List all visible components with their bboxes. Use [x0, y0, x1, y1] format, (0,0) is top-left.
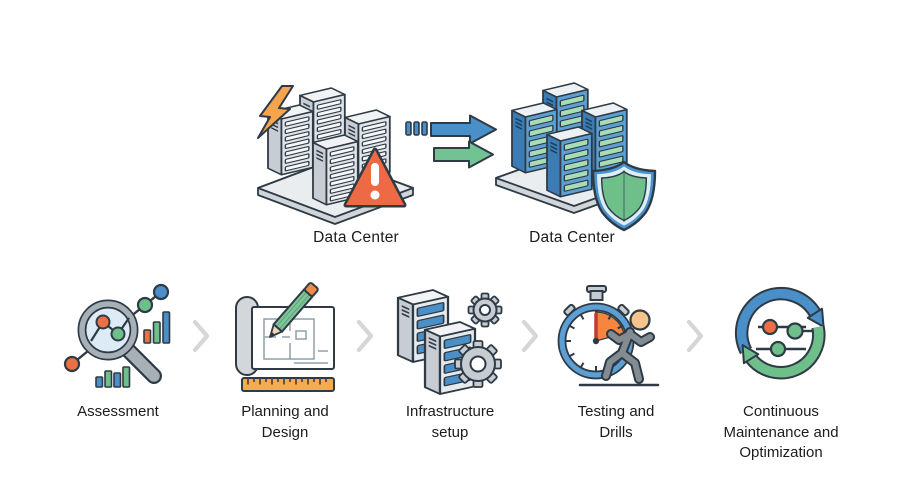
- chevron-right-icon: [192, 319, 210, 353]
- step-label-maintenance: Continuous Maintenance and Optimization: [723, 403, 839, 462]
- stopwatch-icon: [557, 285, 635, 380]
- warning-triangle-icon: [343, 147, 407, 208]
- servers-gears-icon: [396, 288, 503, 396]
- step-label-testing: Testing and Drills: [577, 403, 655, 441]
- chevron-right-icon: [356, 319, 374, 353]
- orange-dot: [63, 355, 81, 373]
- runner-figure: [601, 309, 655, 384]
- large-gear-icon: [454, 340, 502, 388]
- dash-trail-icon: [405, 121, 428, 136]
- magnifier-handle: [118, 340, 162, 384]
- green-dot: [136, 296, 154, 314]
- protected-data-center-illustration: [495, 82, 657, 232]
- data-center-label-left: Data Center: [313, 229, 399, 246]
- small-gear-icon: [467, 292, 503, 328]
- ruler-icon: [241, 377, 335, 392]
- blue-arrow-right-icon: [430, 114, 497, 145]
- security-shield-icon: [591, 160, 657, 232]
- damaged-data-center-illustration: [257, 85, 414, 225]
- runner-head: [629, 309, 651, 331]
- bar-chart-bottom: [95, 366, 131, 388]
- magnifier-analytics-icon: [63, 283, 171, 388]
- lightning-bolt-icon: [257, 85, 294, 139]
- slider-controls: [756, 318, 812, 358]
- data-center-label-right: Data Center: [529, 229, 615, 246]
- blue-dot: [152, 283, 170, 301]
- magnifier-lens: [77, 299, 139, 361]
- green-cycle-arrow: [741, 325, 826, 380]
- step-label-infrastructure: Infrastructure setup: [405, 403, 495, 441]
- blue-cycle-arrow: [734, 286, 825, 355]
- green-arrow-right-icon: [433, 140, 494, 169]
- chevron-right-icon: [521, 319, 539, 353]
- bar-chart-right: [143, 311, 171, 344]
- transfer-arrows-icon: [405, 114, 497, 169]
- stopwatch-runner-icon: [557, 285, 660, 387]
- step-label-assessment: Assessment: [77, 403, 159, 420]
- step-label-planning: Planning and Design: [241, 403, 329, 441]
- blueprint-pencil-ruler-icon: [235, 282, 335, 392]
- chevron-right-icon: [686, 319, 704, 353]
- cycle-sliders-icon: [734, 286, 826, 380]
- pencil-icon: [269, 282, 319, 338]
